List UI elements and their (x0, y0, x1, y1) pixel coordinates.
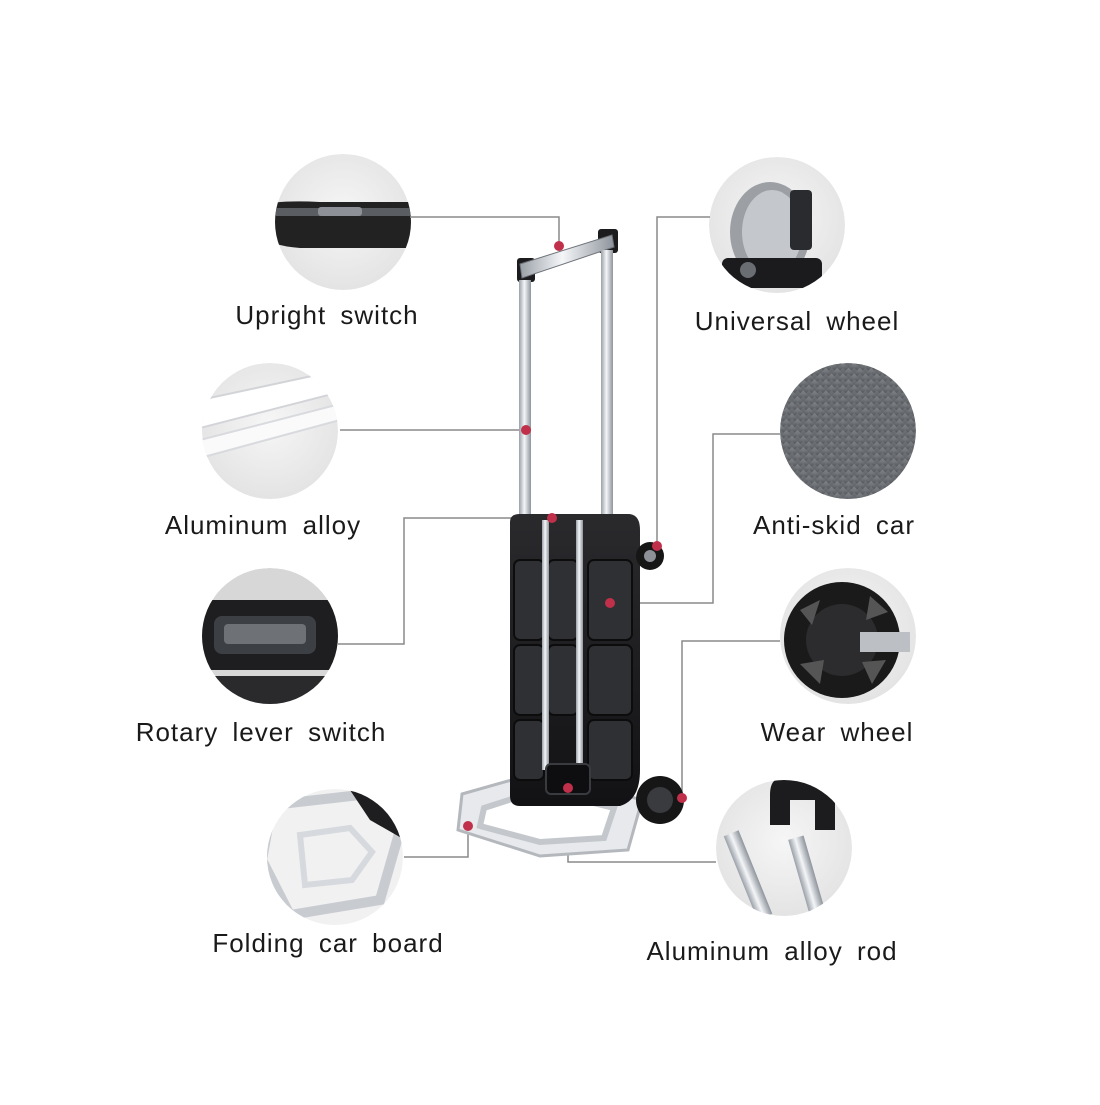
marker-upright-switch (554, 241, 564, 251)
leader-anti-skid-car (611, 433, 780, 604)
detail-folding-car-board (267, 789, 403, 925)
detail-upright-switch (275, 154, 411, 290)
label-universal-wheel: Universal wheel (694, 306, 900, 336)
detail-aluminum-alloy-rod (716, 780, 852, 916)
detail-anti-skid-car (780, 363, 916, 499)
marker-aluminum-alloy (521, 425, 531, 435)
marker-aluminum-alloy-rod (563, 783, 573, 793)
marker-rotary-lever-switch (547, 513, 557, 523)
marker-universal-wheel (652, 541, 662, 551)
detail-universal-wheel (709, 157, 845, 293)
marker-folding-car-board (463, 821, 473, 831)
detail-wear-wheel (780, 568, 916, 704)
marker-anti-skid-car (605, 598, 615, 608)
label-anti-skid-car: Anti-skid car (752, 510, 916, 540)
detail-aluminum-alloy (202, 363, 338, 499)
leader-rotary-lever-switch (338, 517, 550, 645)
label-folding-car-board: Folding car board (212, 928, 444, 958)
marker-wear-wheel (677, 793, 687, 803)
label-aluminum-alloy-rod: Aluminum alloy rod (646, 936, 898, 966)
label-aluminum-alloy: Aluminum alloy (164, 510, 362, 540)
leader-wear-wheel (681, 640, 780, 796)
leader-folding-car-board (404, 828, 469, 858)
leader-upright-switch (410, 216, 560, 244)
label-rotary-lever-switch: Rotary lever switch (135, 717, 387, 747)
detail-rotary-lever-switch (202, 568, 338, 704)
hand-truck (456, 229, 684, 858)
leader-universal-wheel (656, 216, 710, 544)
marker-dots (463, 241, 687, 831)
label-upright-switch: Upright switch (235, 300, 419, 330)
label-wear-wheel: Wear wheel (760, 717, 914, 747)
leader-lines (338, 216, 780, 863)
